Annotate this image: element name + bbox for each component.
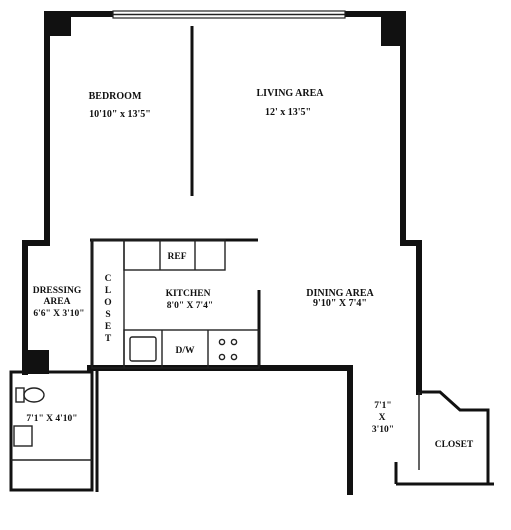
kitchen-size: 8'0" X 7'4" — [167, 301, 213, 311]
living-area-size: 12' x 13'5" — [265, 107, 311, 118]
bedroom-size: 10'10" x 13'5" — [89, 109, 151, 120]
foyer-size-2: X — [379, 413, 386, 423]
closet-letter: L — [105, 286, 111, 296]
toilet-icon — [15, 387, 45, 403]
stove-icon — [218, 338, 238, 361]
closet-letter: T — [105, 334, 112, 344]
column-top-left — [47, 14, 71, 36]
bath-sink-icon — [13, 425, 33, 447]
column-left-mid — [25, 350, 49, 374]
dining-area-size: 9'10" X 7'4" — [313, 298, 367, 309]
kitchen-fixtures — [91, 239, 260, 369]
closet-letter: O — [104, 298, 111, 308]
dressing-area-label-1: DRESSING — [33, 286, 82, 296]
exterior-walls — [22, 10, 422, 395]
closet-letter: C — [105, 274, 112, 284]
dressing-area-size: 6'6" X 3'10" — [33, 309, 84, 319]
window — [112, 10, 346, 19]
bedroom-label: BEDROOM — [89, 91, 142, 102]
right-closet — [418, 390, 490, 484]
closet-letter: S — [105, 310, 110, 320]
living-area-label: LIVING AREA — [257, 88, 325, 99]
kitchen-label: KITCHEN — [166, 289, 211, 299]
closet-vertical-label: C L O S E T — [104, 274, 112, 344]
refrigerator-label: REF — [168, 252, 187, 262]
foyer-size-3: 3'10" — [372, 425, 394, 435]
bath-size: 7'1" X 4'10" — [26, 414, 77, 424]
dining-area-label: DINING AREA — [306, 288, 374, 299]
foyer-size-1: 7'1" — [374, 401, 391, 411]
bath-fixtures — [13, 387, 45, 447]
labels: BEDROOM 10'10" x 13'5" LIVING AREA 12' x… — [26, 88, 474, 450]
right-closet-label: CLOSET — [435, 440, 474, 450]
column-top-right — [381, 14, 405, 46]
dressing-area-label-2: AREA — [44, 297, 71, 307]
sink-icon — [129, 336, 157, 362]
closet-letter: E — [105, 322, 111, 332]
dishwasher-label: D/W — [176, 346, 196, 356]
